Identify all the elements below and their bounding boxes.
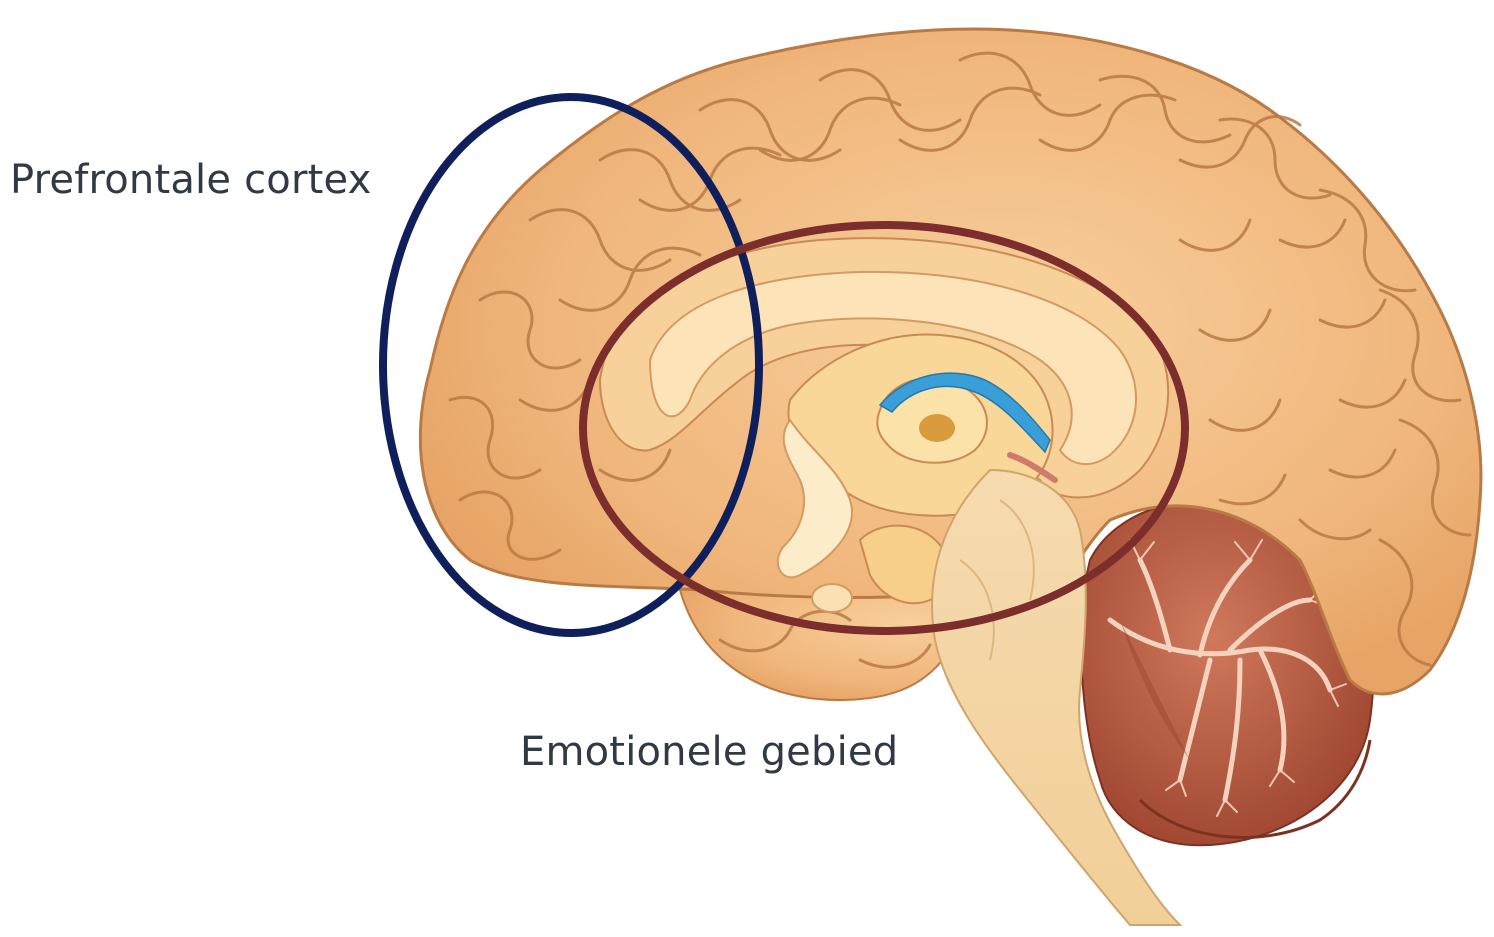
prefrontal-label: Prefrontale cortex	[10, 160, 371, 200]
small-nucleus	[919, 414, 955, 442]
emotional-label: Emotionele gebied	[520, 732, 898, 772]
mammillary-body	[812, 584, 852, 612]
